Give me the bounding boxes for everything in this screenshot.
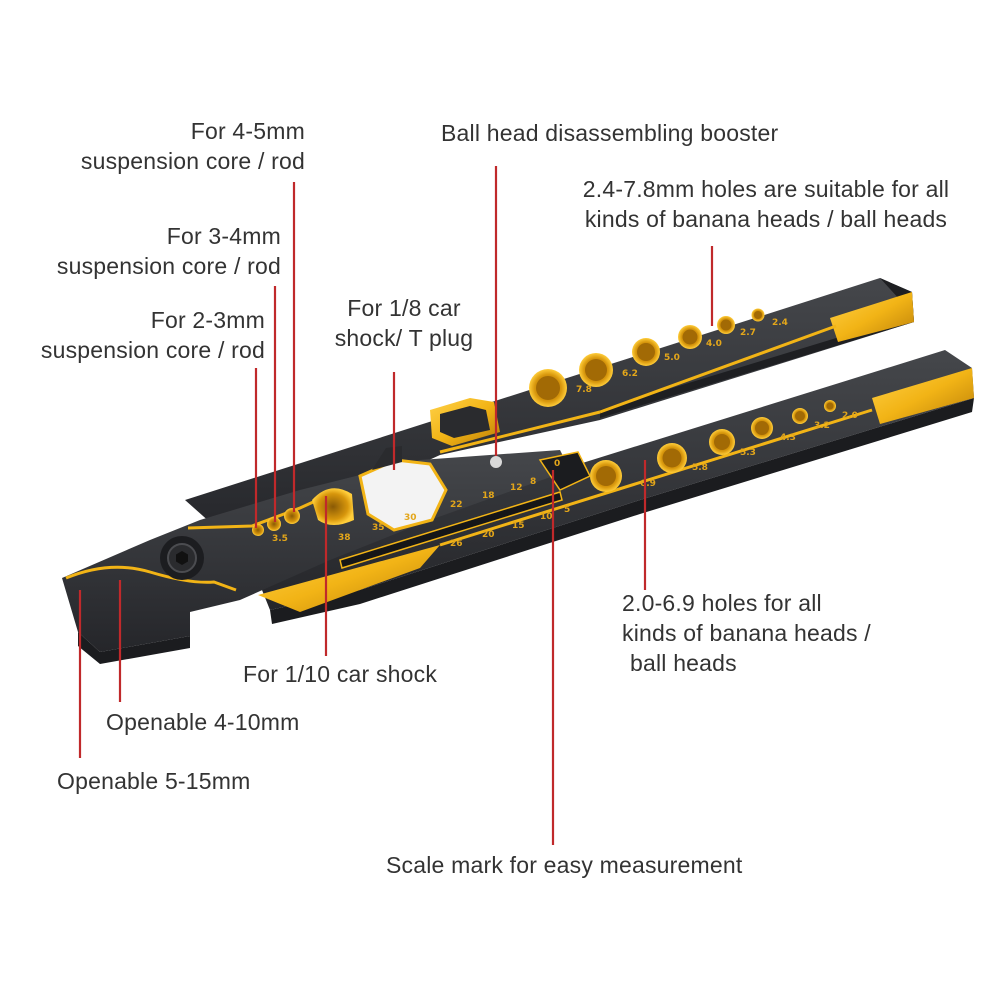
lower-hole-markings: 6.9 5.8 5.3 4.3 3.2 2.0	[640, 411, 858, 489]
upper-hole-markings: 7.8 6.2 5.0 4.0 2.7 2.4	[576, 318, 788, 395]
callout-rod-4-5-line1: For 4-5mm	[190, 118, 305, 144]
upper-hole-row	[529, 308, 765, 407]
rod-size-mark: 3.5	[272, 534, 288, 544]
callout-shock-1-8: For 1/8 car shock/ T plug	[318, 293, 490, 353]
callout-ball-head-booster: Ball head disassembling booster	[441, 120, 779, 146]
scale-mark: 8	[530, 477, 536, 487]
scale-mark: 38	[338, 533, 351, 543]
callout-shock-1-10: For 1/10 car shock	[243, 661, 438, 687]
scale-mark: 18	[482, 491, 495, 501]
lower-hole-row	[590, 400, 836, 492]
callout-holes-lower-line1: 2.0-6.9 holes for all	[622, 590, 822, 616]
callout-rod-3-4-line2: suspension core / rod	[56, 253, 281, 279]
callout-holes-upper-line2: kinds of banana heads / ball heads	[584, 206, 948, 232]
scale-mark: 22	[450, 500, 463, 510]
lower-hole-mark: 4.3	[780, 433, 796, 443]
callout-rod-2-3-line1: For 2-3mm	[150, 307, 265, 333]
scale-mark: 12	[510, 483, 523, 493]
callout-holes-upper-line1: 2.4-7.8mm holes are suitable for all	[582, 176, 950, 202]
upper-hole-mark: 2.7	[740, 328, 756, 338]
callout-rod-2-3-line2: suspension core / rod	[40, 337, 265, 363]
callout-rod-2-3: For 2-3mm suspension core / rod	[41, 305, 265, 365]
scale-mark: 5	[564, 505, 570, 515]
callout-holes-lower-line2: kinds of banana heads /	[622, 620, 871, 646]
upper-hole-mark: 7.8	[576, 385, 592, 395]
scale-mark: 20	[482, 530, 495, 540]
callout-openable-5-15: Openable 5-15mm	[57, 768, 251, 794]
callout-rod-3-4-line1: For 3-4mm	[166, 223, 281, 249]
callout-shock-1-8-line1: For 1/8 car	[347, 295, 461, 321]
scale-mark: 15	[512, 521, 525, 531]
upper-hole-mark: 4.0	[706, 339, 722, 349]
callout-holes-upper: 2.4-7.8mm holes are suitable for all kin…	[556, 174, 976, 234]
lower-hole-mark: 5.3	[740, 448, 756, 458]
callout-rod-4-5-line2: suspension core / rod	[80, 148, 305, 174]
callout-holes-lower: 2.0-6.9 holes for all kinds of banana he…	[622, 588, 871, 678]
lower-hole-mark: 6.9	[640, 479, 656, 489]
callout-leaders	[78, 166, 714, 845]
scale-mark: 35	[372, 523, 385, 533]
lower-hole-mark: 2.0	[842, 411, 858, 421]
scale-mark: 10	[540, 512, 553, 522]
scale-mark: 30	[404, 513, 417, 523]
callout-shock-1-8-line2: shock/ T plug	[334, 325, 474, 351]
callout-scale-mark: Scale mark for easy measurement	[386, 852, 743, 878]
upper-hole-mark: 6.2	[622, 369, 638, 379]
callout-holes-lower-line3: ball heads	[630, 650, 737, 676]
upper-hole-mark: 5.0	[664, 353, 680, 363]
upper-hole-mark: 2.4	[772, 318, 788, 328]
jaw-head: 3.5	[62, 446, 592, 664]
scale-mark: 0	[554, 459, 560, 469]
lower-hole-mark: 5.8	[692, 463, 708, 473]
callout-rod-4-5: For 4-5mm suspension core / rod	[81, 116, 305, 176]
scale-markings: 38 35 30 22 18 12 8 0 26 20 15 10 5	[338, 459, 570, 549]
scale-mark: 26	[450, 539, 463, 549]
callout-rod-3-4: For 3-4mm suspension core / rod	[57, 221, 281, 281]
lower-hole-mark: 3.2	[814, 421, 830, 431]
callout-openable-4-10: Openable 4-10mm	[106, 709, 300, 735]
